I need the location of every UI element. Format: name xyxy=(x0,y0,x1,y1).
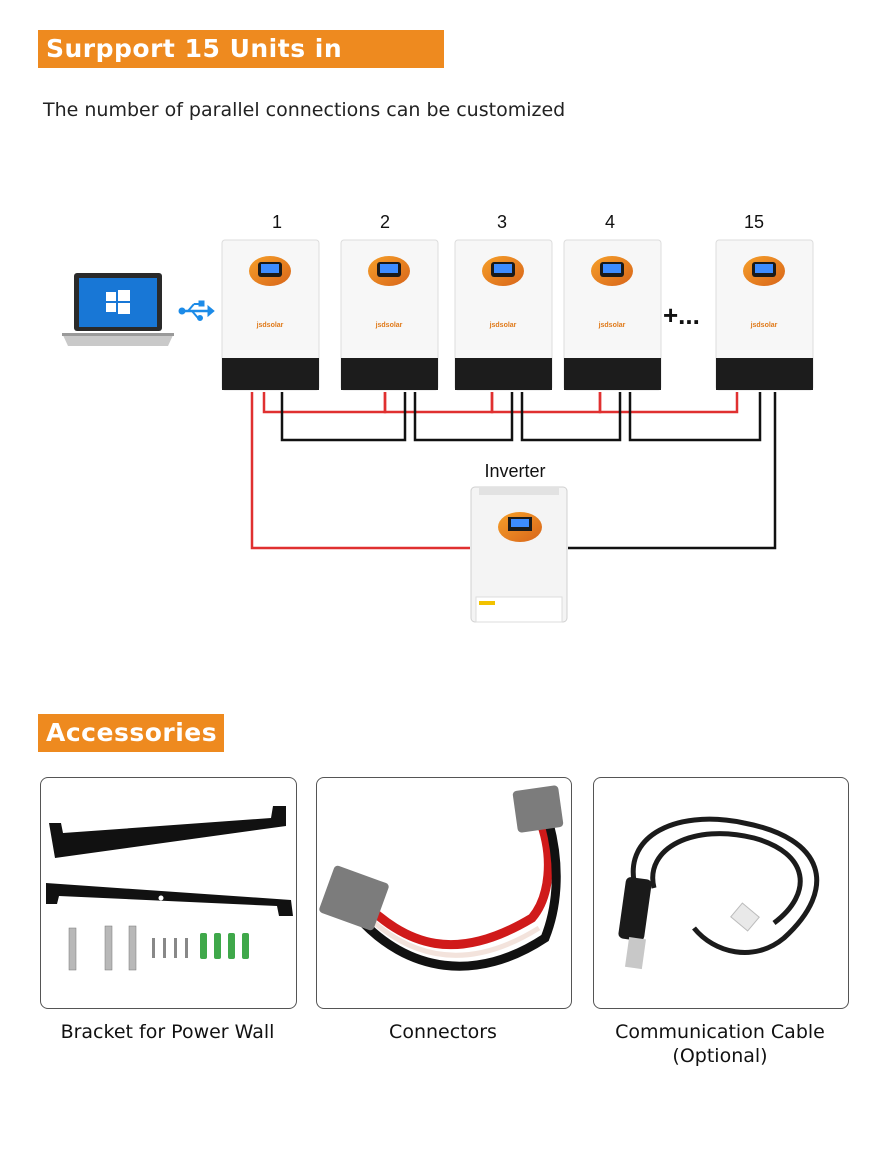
inverter-unit xyxy=(470,486,568,623)
subtitle: The number of parallel connections can b… xyxy=(43,99,566,121)
brand-logo: jsdsolar xyxy=(750,322,778,329)
parallel-diagram: jsdsolar jsdsolar jsdsolar jsdsolar jsdsolar xyxy=(62,239,814,623)
unit-number-3: 3 xyxy=(496,212,507,232)
unit-number-4: 4 xyxy=(604,212,615,232)
brand-logo: jsdsolar xyxy=(598,322,626,329)
communication-cable-image xyxy=(593,777,849,1009)
caption-communication-cable: Communication Cable xyxy=(615,1021,825,1043)
brand-logo: jsdsolar xyxy=(375,322,403,329)
battery-unit-4: jsdsolar xyxy=(563,239,662,391)
caption-bracket: Bracket for Power Wall xyxy=(60,1021,275,1043)
brand-logo: jsdsolar xyxy=(489,322,517,329)
caption-optional: (Optional) xyxy=(672,1045,768,1067)
battery-unit-3: jsdsolar xyxy=(454,239,553,391)
battery-unit-2: jsdsolar xyxy=(340,239,439,391)
brand-logo: jsdsolar xyxy=(256,322,284,329)
section-title-accessories: Accessories xyxy=(38,714,224,752)
connectors-image xyxy=(316,777,572,1009)
usb-icon xyxy=(178,300,215,321)
bracket-image xyxy=(40,777,297,1009)
battery-unit-15: jsdsolar xyxy=(715,239,814,391)
caption-connectors: Connectors xyxy=(389,1021,497,1043)
unit-number-1: 1 xyxy=(271,212,282,232)
laptop-icon xyxy=(62,273,174,346)
section-title-parallel: Surpport 15 Units in Parallel xyxy=(38,30,444,101)
unit-number-2: 2 xyxy=(379,212,390,232)
battery-unit-1: jsdsolar xyxy=(221,239,320,391)
unit-number-15: 15 xyxy=(743,212,765,232)
ellipsis: +... xyxy=(663,300,700,330)
inverter-label: Inverter xyxy=(484,461,546,481)
